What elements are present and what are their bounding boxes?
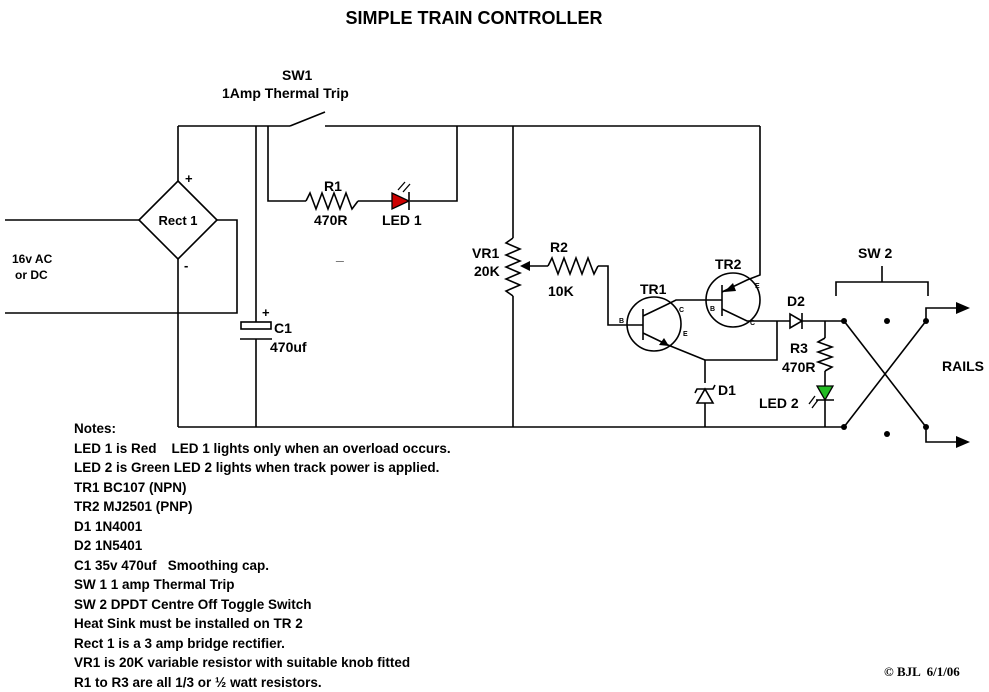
d2-label: D2 [787,293,805,309]
note-item: SW 1 1 amp Thermal Trip [74,575,451,595]
note-item: C1 35v 470uf Smoothing cap. [74,556,451,576]
sw1-thermal-trip: SW1 1Amp Thermal Trip [222,67,349,126]
input-voltage-label-1: 16v AC [12,252,53,266]
tr1-pin-e: E [683,331,688,338]
copyright-notice: © BJL 6/1/06 [884,664,960,680]
note-item: SW 2 DPDT Centre Off Toggle Switch [74,595,451,615]
d1-diode: D1 [695,321,777,427]
tr1-label: TR1 [640,281,667,297]
r3-led2-branch: R3 470R LED 2 [759,321,844,427]
note-item: Rect 1 is a 3 amp bridge rectifier. [74,634,451,654]
note-item: D1 1N4001 [74,517,451,537]
note-item: TR2 MJ2501 (PNP) [74,497,451,517]
tr2-pnp-transistor: B E C TR2 [705,126,763,327]
rect1-bridge-rectifier: Rect 1 + - [139,171,217,273]
c1-label: C1 [274,320,292,336]
c1-capacitor: + C1 470uf [240,126,307,427]
led1-diode-icon [392,193,409,209]
r1-value: 470R [314,212,347,228]
tr2-pin-c: C [750,320,755,327]
r3-label: R3 [790,340,808,356]
rail-output-arrow-bottom-icon [956,436,970,448]
input-voltage-label-2: or DC [15,268,48,282]
sw1-description: 1Amp Thermal Trip [222,85,349,101]
tr1-pin-b: B [619,318,624,325]
led2-label: LED 2 [759,395,799,411]
diagram-title: SIMPLE TRAIN CONTROLLER [346,8,603,28]
sw1-label: SW1 [282,67,313,83]
sw2-dpdt-switch: SW 2 RAILS [836,245,984,448]
c1-plus-label: + [262,305,270,320]
tr2-pin-b: B [710,306,715,313]
note-item: Heat Sink must be installed on TR 2 [74,614,451,634]
note-item: VR1 is 20K variable resistor with suitab… [74,653,451,673]
r3-value: 470R [782,359,815,375]
note-item: D2 1N5401 [74,536,451,556]
c1-value: 470uf [270,339,307,355]
d2-diode: D2 [763,293,844,329]
rect1-plus-label: + [185,171,193,186]
d1-label: D1 [718,382,736,398]
note-item: R1 to R3 are all 1/3 or ½ watt resistors… [74,673,451,692]
notes-heading: Notes: [74,419,451,439]
sw2-label: SW 2 [858,245,892,261]
r2-resistor: R2 10K [530,239,626,325]
r1-label: R1 [324,178,342,194]
tr2-emitter-arrow-icon [724,283,736,292]
note-item: LED 2 is Green LED 2 lights when track p… [74,458,451,478]
vr1-value: 20K [474,263,500,279]
tr2-pin-e: E [755,283,760,290]
vr1-wiper-arrow-icon [520,261,530,271]
r2-value: 10K [548,283,574,299]
vr1-label: VR1 [472,245,499,261]
rect1-minus-label: - [184,258,188,273]
note-item: TR1 BC107 (NPN) [74,478,451,498]
tr2-label: TR2 [715,256,742,272]
rails-label: RAILS [942,358,984,374]
tr1-npn-transistor: B C E TR1 [619,281,705,360]
note-item: LED 1 is Red LED 1 lights only when an o… [74,439,451,459]
r2-label: R2 [550,239,568,255]
r1-led1-branch: R1 470R LED 1 _ [268,126,457,263]
notes-list: Notes: LED 1 is Red LED 1 lights only wh… [74,419,451,692]
led2-diode-icon [817,386,833,400]
tr1-pin-c: C [679,307,684,314]
rail-output-arrow-top-icon [956,302,970,314]
vr1-potentiometer: VR1 20K [472,126,530,427]
led1-minus-label: _ [335,247,344,263]
led1-label: LED 1 [382,212,422,228]
rect1-label: Rect 1 [158,213,197,228]
